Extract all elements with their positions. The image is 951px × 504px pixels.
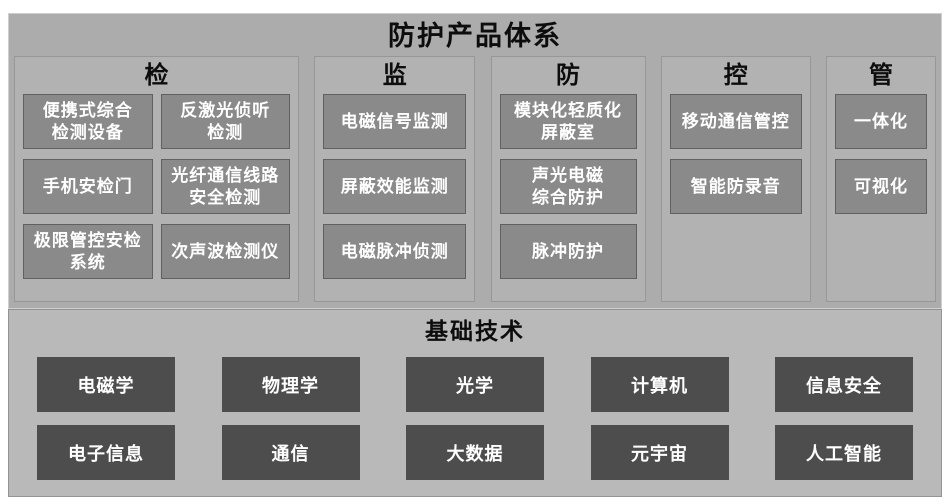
base-tech-box: 电磁学 <box>37 357 175 412</box>
base-tech-box: 物理学 <box>221 357 360 412</box>
item-box: 一体化 <box>835 94 927 149</box>
item-box: 智能防录音 <box>669 159 802 214</box>
item-box: 电磁信号监测 <box>323 94 467 149</box>
item-box: 电磁脉冲侦测 <box>323 224 467 279</box>
base-tech-box: 元宇宙 <box>590 425 729 480</box>
column-protection-items: 模块化轻质化 屏蔽室 声光电磁 综合防护 脉冲防护 <box>492 94 645 279</box>
item-box: 模块化轻质化 屏蔽室 <box>499 94 637 149</box>
diagram-frame: 防护产品体系 检 便携式综合 检测设备 反激光侦听 检测 手机安检门 光纤通信线… <box>8 13 942 497</box>
column-protection-header: 防 <box>556 62 580 89</box>
base-tech-box: 电子信息 <box>37 425 175 480</box>
column-inspection: 检 便携式综合 检测设备 反激光侦听 检测 手机安检门 光纤通信线路 安全检测 … <box>14 56 299 302</box>
bottom-panel-title: 基础技术 <box>425 318 525 344</box>
item-box: 可视化 <box>835 159 927 214</box>
column-protection: 防 模块化轻质化 屏蔽室 声光电磁 综合防护 脉冲防护 <box>490 56 646 302</box>
item-box: 移动通信管控 <box>669 94 802 149</box>
column-management-items: 一体化 可视化 <box>827 94 935 214</box>
column-inspection-items: 便携式综合 检测设备 反激光侦听 检测 手机安检门 光纤通信线路 安全检测 极限… <box>15 94 298 279</box>
item-box: 屏蔽效能监测 <box>323 159 467 214</box>
base-tech-box: 计算机 <box>590 357 729 412</box>
base-tech-box: 信息安全 <box>775 357 913 412</box>
item-box: 脉冲防护 <box>499 224 637 279</box>
item-box: 手机安检门 <box>23 159 153 214</box>
item-box: 便携式综合 检测设备 <box>23 94 153 149</box>
item-box: 反激光侦听 检测 <box>160 94 290 149</box>
column-inspection-header: 检 <box>144 62 169 89</box>
top-panel-title: 防护产品体系 <box>388 21 562 51</box>
base-tech-box: 大数据 <box>406 425 544 480</box>
protection-system-panel: 防护产品体系 检 便携式综合 检测设备 反激光侦听 检测 手机安检门 光纤通信线… <box>8 13 942 309</box>
column-monitoring-items: 电磁信号监测 屏蔽效能监测 电磁脉冲侦测 <box>315 94 474 279</box>
column-monitoring-header: 监 <box>382 62 407 89</box>
column-management-header: 管 <box>869 62 893 89</box>
column-monitoring: 监 电磁信号监测 屏蔽效能监测 电磁脉冲侦测 <box>314 56 476 302</box>
column-control-items: 移动通信管控 智能防录音 <box>662 94 810 214</box>
base-tech-row: 电磁学 物理学 光学 计算机 信息安全 <box>9 357 941 412</box>
column-management: 管 一体化 可视化 <box>826 56 936 302</box>
item-box: 极限管控安检 系统 <box>23 224 153 279</box>
base-tech-row: 电子信息 通信 大数据 元宇宙 人工智能 <box>9 425 941 480</box>
item-box: 光纤通信线路 安全检测 <box>160 159 290 214</box>
base-technology-panel: 基础技术 电磁学 物理学 光学 计算机 信息安全 电子信息 通信 大数据 元宇宙… <box>8 309 942 497</box>
base-tech-box: 人工智能 <box>775 425 913 480</box>
category-columns: 检 便携式综合 检测设备 反激光侦听 检测 手机安检门 光纤通信线路 安全检测 … <box>9 56 941 302</box>
column-control-header: 控 <box>723 62 748 89</box>
base-tech-box: 光学 <box>406 357 544 412</box>
item-box: 次声波检测仪 <box>160 224 290 279</box>
item-box: 声光电磁 综合防护 <box>499 159 637 214</box>
base-tech-box: 通信 <box>221 425 360 480</box>
column-control: 控 移动通信管控 智能防录音 <box>660 56 811 302</box>
